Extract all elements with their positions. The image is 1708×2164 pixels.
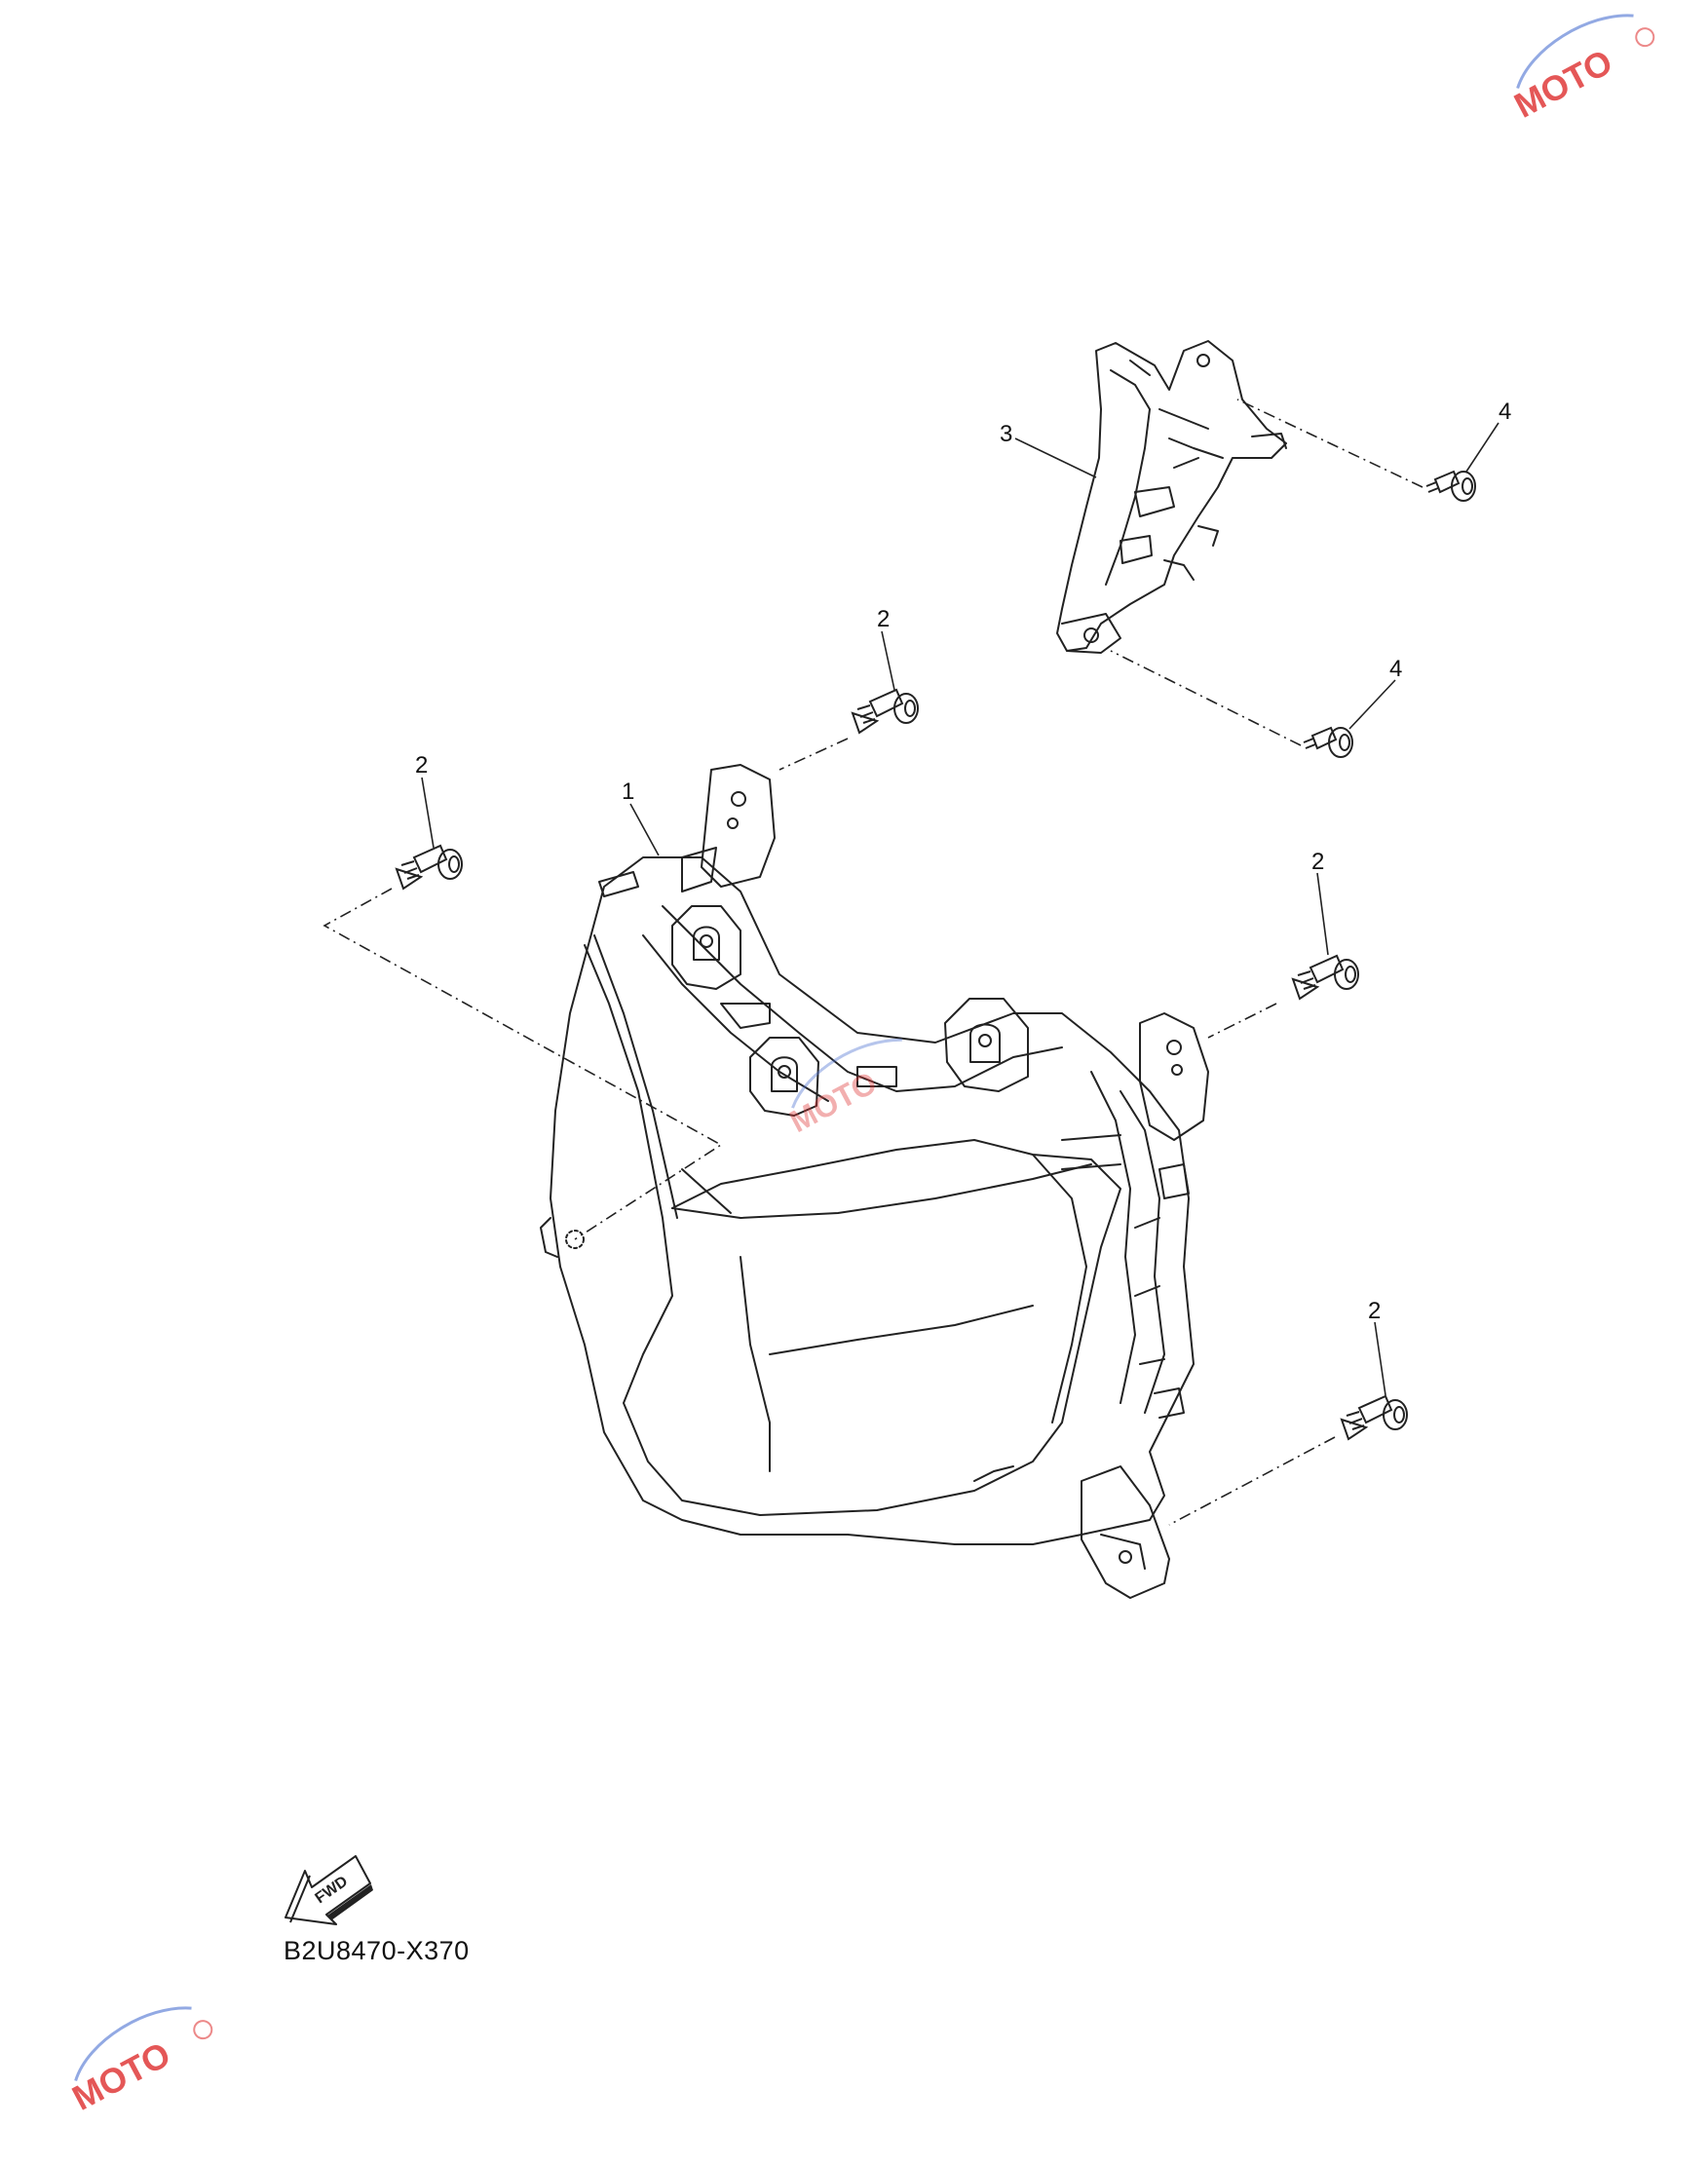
leader-lines — [421, 422, 1499, 1396]
screw-2-left — [395, 844, 463, 891]
callout-1: 1 — [622, 778, 634, 805]
drawing-code: B2U8470-X370 — [284, 1936, 470, 1965]
screw-4-bottom — [1303, 726, 1353, 758]
callout-2-top: 2 — [877, 606, 890, 632]
screw-2-top — [851, 688, 919, 735]
callout-2-left: 2 — [415, 752, 428, 778]
callout-3: 3 — [1000, 421, 1012, 447]
callout-2-bottom: 2 — [1368, 1298, 1381, 1324]
fwd-arrow-icon: FWD — [285, 1855, 373, 1925]
moto-guide-logo-top: MOTO — [1507, 14, 1655, 126]
callout-4-bottom: 4 — [1389, 656, 1402, 682]
callout-4-top: 4 — [1499, 399, 1511, 425]
screw-2-right — [1291, 954, 1359, 1001]
headlight-assembly — [540, 764, 1209, 1599]
svg-text:MOTO: MOTO — [65, 2033, 176, 2118]
screw-2-bottom — [1340, 1394, 1408, 1441]
assembly-lines — [323, 399, 1423, 1526]
headlight-bracket — [1056, 340, 1287, 654]
moto-guide-logo-bottom: MOTO — [65, 2006, 213, 2118]
callout-2-right: 2 — [1311, 849, 1324, 875]
screw-4-top — [1425, 470, 1476, 502]
svg-text:MOTO: MOTO — [784, 1065, 883, 1140]
svg-text:MOTO: MOTO — [1507, 41, 1618, 126]
